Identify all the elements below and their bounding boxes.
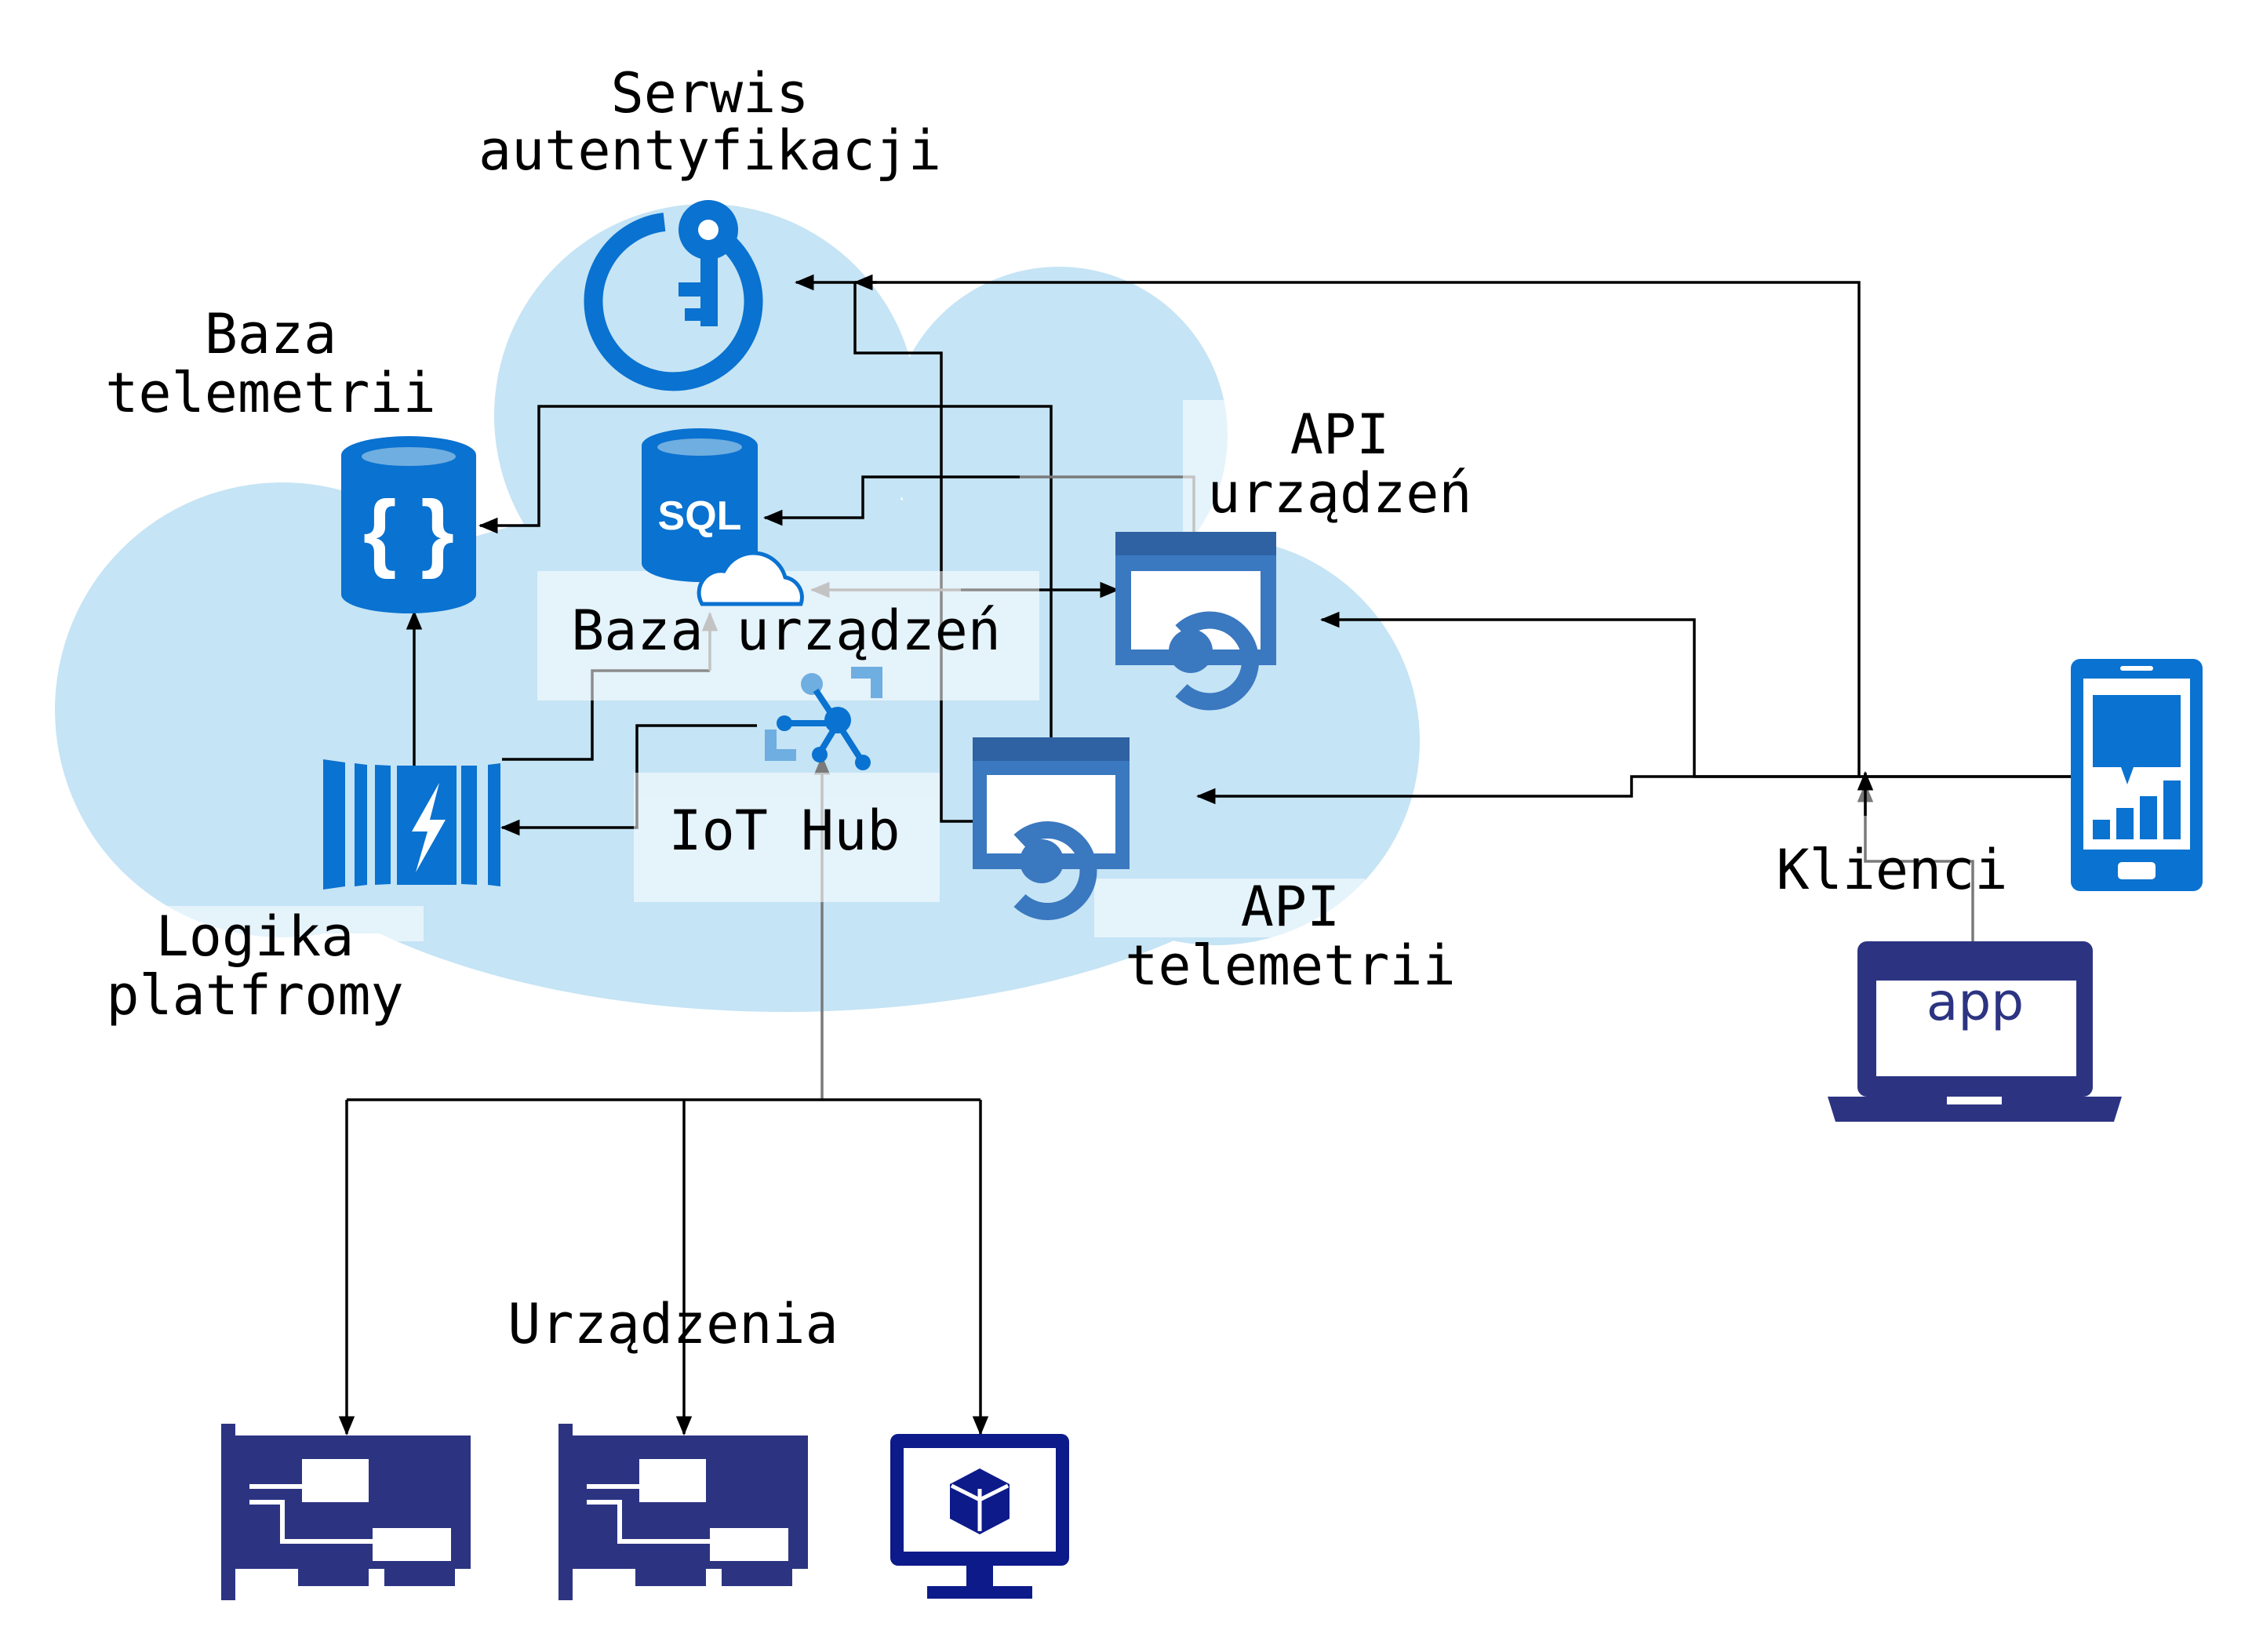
- telemetry-db-label-2: telemetrii: [105, 361, 435, 425]
- telemetry-api-icon: [973, 737, 1130, 920]
- telemetry-db-label: Baza: [205, 302, 337, 366]
- telemetry-api-label: API: [1241, 875, 1340, 939]
- cloud-small-icon: [697, 551, 804, 606]
- connector-clients-auth: [855, 281, 1861, 777]
- device-api-icon: [1115, 532, 1276, 711]
- auth-service-label-2: autentyfikacji: [478, 118, 941, 183]
- laptop-icon: app: [1828, 941, 2122, 1122]
- connector-laptop-clients: [1857, 782, 1974, 941]
- device-api-label: API: [1290, 402, 1389, 467]
- connector-device-api-sql: [762, 475, 1020, 526]
- sql-database-icon: SQL: [642, 428, 804, 606]
- circuit-board-icon: [558, 1424, 808, 1600]
- cosmos-db-icon: { }: [341, 436, 476, 613]
- key-icon: [584, 200, 763, 391]
- iot-hub-label: IoT Hub: [668, 799, 900, 863]
- connector-telemetry-api-auth: [794, 274, 973, 823]
- auth-service-label: Serwis: [611, 61, 809, 126]
- laptop-app-text: app: [1926, 972, 2024, 1032]
- connector-clients-telemetry-api: [1195, 775, 2071, 805]
- mobile-app-icon: [2071, 659, 2203, 891]
- circuit-board-icon: [221, 1424, 471, 1600]
- connector-clients-device-api: [1319, 611, 2071, 778]
- clients-label: Klienci: [1776, 838, 2007, 902]
- devices-label: Urządzenia: [508, 1292, 838, 1356]
- platform-logic-label-2: platfromy: [106, 963, 403, 1028]
- iot-hub-icon: [765, 667, 882, 770]
- connector-telemetry-api-db: [478, 405, 1053, 737]
- telemetry-api-label-2: telemetrii: [1125, 933, 1455, 998]
- platform-logic-label: Logika: [156, 904, 355, 969]
- virtual-machine-icon: [890, 1434, 1069, 1599]
- stream-analytics-icon: [323, 759, 500, 890]
- device-api-label-2: urządzeń: [1207, 461, 1472, 526]
- connectors: [338, 274, 2071, 1436]
- sql-label: SQL: [658, 493, 742, 539]
- device-db-label: Baza urządzeń: [571, 599, 1001, 663]
- cosmos-braces-label: { }: [363, 483, 454, 580]
